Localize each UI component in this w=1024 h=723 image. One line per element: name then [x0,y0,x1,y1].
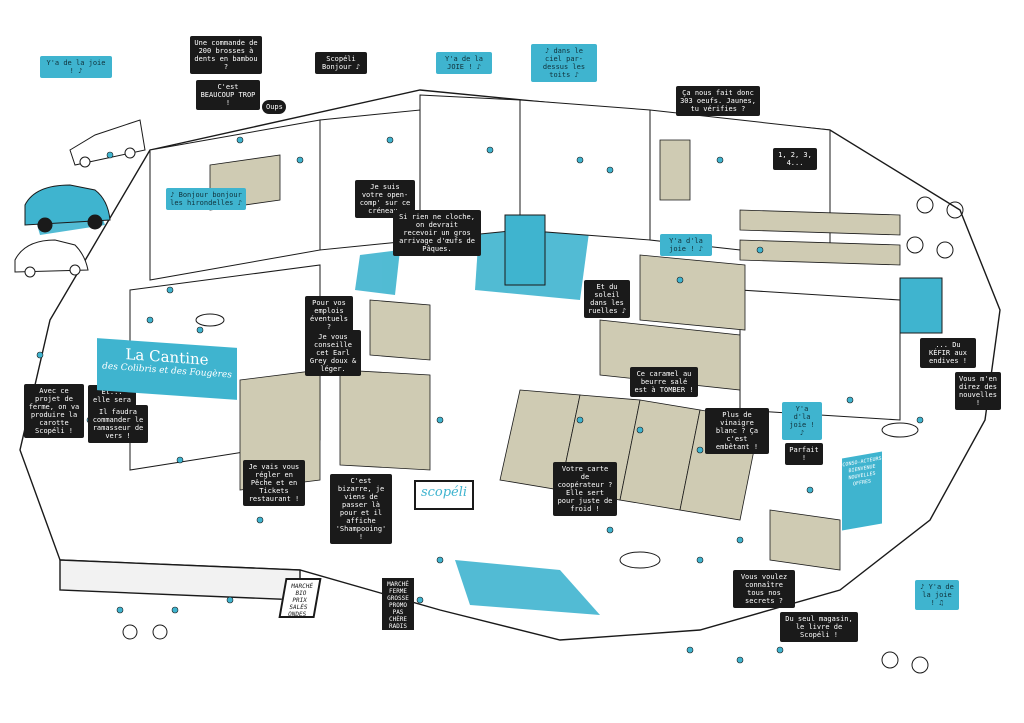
speech-bubble: Votre carte de coopérateur ? Elle sert p… [553,462,617,516]
speech-bubble: Y'a d'la joie ! ♪ [782,402,822,440]
speech-bubble: Si rien ne cloche, on devrait recevoir u… [393,210,481,256]
van-white [69,119,146,168]
sandwich-board: MARCHÉ FERME GROSSE PROMO PAS CHÈRE RADI… [382,578,414,630]
speech-bubble: Vous voulez connaître tous nos secrets ? [733,570,795,608]
speech-bubble: Ce caramel au beurre salé est à TOMBER ! [630,367,698,397]
speech-bubble: Oups [262,100,286,114]
cantine-sign: La Cantine des Colibris et des Fougères [97,338,237,400]
bicycles [122,196,964,674]
speech-bubble: Il faudra commander le ramasseur de vers… [88,405,148,443]
round-tables [195,313,919,569]
speech-bubble: Avec ce projet de ferme, on va produire … [24,384,84,438]
speech-bubble: Vous m'en direz des nouvelles ! [955,372,1001,410]
info-tower: CONSO-ACTEURS BIENVENUE NOUVELLES OFFRES [842,451,882,531]
speech-bubble: Je suis votre open-comp' sur ce créneau. [355,180,415,218]
car-teal [24,184,111,233]
speech-bubble: Scopéli Bonjour ♪ [315,52,367,74]
speech-bubble: Pour vos emplois éventuels ? [305,296,353,334]
speech-bubble: Et du soleil dans les ruelles ♪ [584,280,630,318]
speech-bubble: ♪ dans le ciel par-dessus les toits ♪ [531,44,597,82]
speech-bubble: Du seul magasin, le livre de Scopéli ! [780,612,858,642]
speech-bubble: 1, 2, 3, 4... [773,148,817,170]
sandwich-board: MARCHÉ BIO PRIX SALÉS ONDES [278,578,322,618]
speech-bubble: ♪ Y'a de la joie ! ♫ [915,580,959,610]
blue-doors [504,214,943,334]
speech-bubble: C'est bizarre, je viens de passer là pou… [330,474,392,544]
people [36,136,924,664]
speech-bubble: Une commande de 200 brosses à dents en b… [190,36,262,74]
speech-bubble: ♪ Bonjour bonjour les hirondelles ♪ [166,188,246,210]
speech-bubble: Y'a de la joie ! ♪ [40,56,112,78]
speech-bubble: Ça nous fait donc 303 oeufs. Jaunes, tu … [676,86,760,116]
scopeli-shop-sign: scopéli [414,480,474,510]
speech-bubble: Y'a d'la joie ! ♪ [660,234,712,256]
speech-bubble: C'est BEAUCOUP TROP ! [196,80,260,110]
car-white [14,239,89,278]
speech-bubble: Y'a de la JOIE ! ♪ [436,52,492,74]
speech-bubble: Parfait ! [785,443,823,465]
speech-bubble: Je vais vous régler en Pêche et en Ticke… [243,460,305,506]
speech-bubble: Je vous conseille cet Earl Grey doux & l… [305,330,361,376]
speech-bubble: ... Du KÉFIR aux endives ! [920,338,976,368]
speech-bubble: Plus de vinaigre blanc ? Ça c'est embêta… [705,408,769,454]
